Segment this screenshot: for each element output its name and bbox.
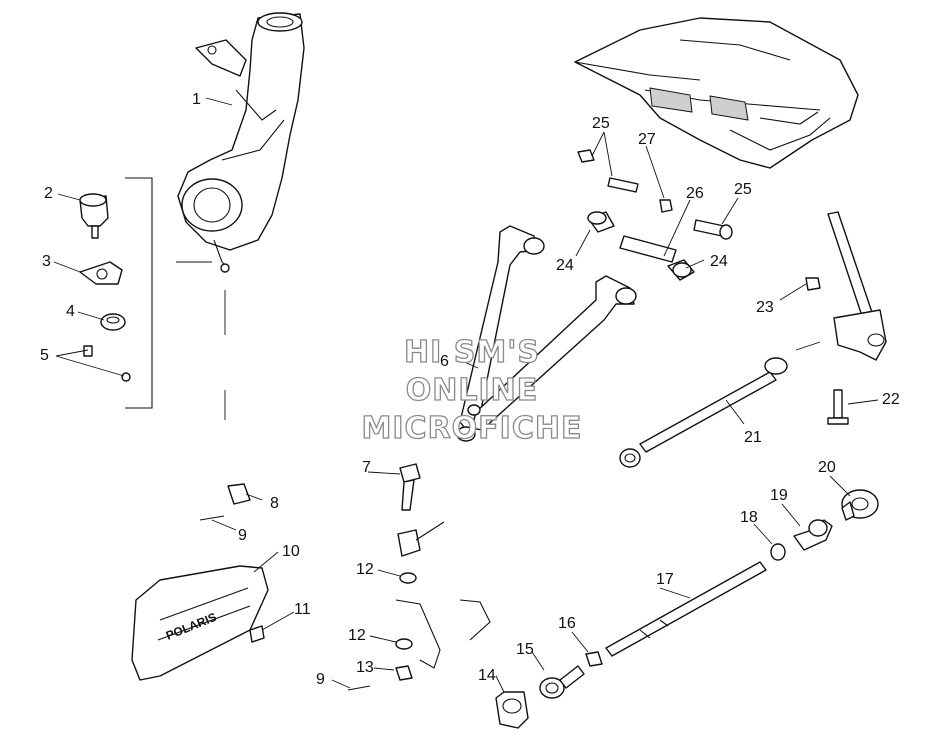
- washer-part: [100, 313, 126, 331]
- watermark-line-1: HI SM'S: [404, 335, 540, 370]
- cover-part: POLARIS: [131, 565, 269, 681]
- strut-assembly: [795, 211, 887, 361]
- callout-26: 26: [686, 185, 704, 202]
- callout-18: 18: [740, 509, 758, 526]
- callout-14: 14: [478, 667, 496, 684]
- callout-9b: 9: [316, 671, 325, 688]
- bushing-part: [587, 211, 615, 233]
- callout-8: 8: [270, 495, 279, 512]
- callout-4: 4: [66, 303, 75, 320]
- bolt-part: [577, 149, 639, 193]
- callout-12b: 12: [348, 627, 366, 644]
- bolt-part-3: [827, 389, 849, 425]
- rod-end-part-2: [539, 665, 585, 699]
- a-arm-upper: [459, 225, 545, 433]
- callout-27: 27: [638, 131, 656, 148]
- leader-lines: [53, 97, 879, 693]
- callout-11: 11: [294, 601, 311, 618]
- callout-5: 5: [40, 347, 49, 364]
- callout-23: 23: [756, 299, 774, 316]
- callout-24a: 24: [556, 257, 574, 274]
- callout-25a: 25: [592, 115, 610, 132]
- screw-part: [249, 625, 265, 643]
- cable-end-part: [397, 521, 445, 557]
- block-part: [495, 691, 529, 729]
- washer-part-2: [770, 543, 786, 561]
- callout-10: 10: [282, 543, 300, 560]
- steering-post-part: [605, 561, 767, 657]
- callout-25b: 25: [734, 181, 752, 198]
- bolt-part-4: [399, 463, 421, 511]
- callout-21: 21: [744, 429, 762, 446]
- ball-joint-part: [79, 193, 109, 239]
- washer-part-3: [395, 572, 417, 650]
- callout-16: 16: [558, 615, 576, 632]
- nut-part-5: [227, 483, 251, 505]
- watermark: HI SM'S ONLINE MICROFICHE: [361, 334, 583, 446]
- bolt-part-2: [693, 219, 733, 240]
- pin-part: [55, 345, 131, 382]
- callout-13: 13: [356, 659, 374, 676]
- callout-12a: 12: [356, 561, 374, 578]
- callout-19: 19: [770, 487, 788, 504]
- callout-15: 15: [516, 641, 534, 658]
- pivot-tube-part: [619, 235, 677, 263]
- callout-17: 17: [656, 571, 674, 588]
- callout-24b: 24: [710, 253, 728, 270]
- rod-end-part: [793, 519, 833, 551]
- callout-2: 2: [44, 185, 53, 202]
- cotter-pin-part: [199, 515, 371, 691]
- callout-6: 6: [440, 353, 449, 370]
- callout-3: 3: [42, 253, 51, 270]
- frame-assembly: [574, 17, 859, 169]
- spindle-part: [177, 12, 305, 273]
- bushing-part-2: [667, 259, 695, 281]
- nut-part-3: [585, 651, 603, 667]
- callout-1: 1: [192, 91, 201, 108]
- callouts: 1 2 3 4 5 6 7 8 9 10 11 12 12 13 9 14 15…: [40, 91, 900, 688]
- centerline: [176, 261, 226, 420]
- a-arm-lower: [456, 275, 637, 442]
- tie-rod-part: [619, 357, 788, 468]
- callout-20: 20: [818, 459, 836, 476]
- nut-part: [659, 199, 673, 213]
- clamp-part: [841, 489, 879, 521]
- watermark-line-2: ONLINE: [406, 373, 539, 408]
- kit-bracket: [125, 177, 153, 409]
- callout-7: 7: [362, 459, 371, 476]
- callout-22: 22: [882, 391, 900, 408]
- nut-part-2: [805, 277, 821, 291]
- callout-9a: 9: [238, 527, 247, 544]
- nut-part-4: [395, 665, 413, 681]
- watermark-line-3: MICROFICHE: [362, 411, 583, 446]
- plate-part: [79, 261, 123, 285]
- bracket-part: [395, 599, 491, 669]
